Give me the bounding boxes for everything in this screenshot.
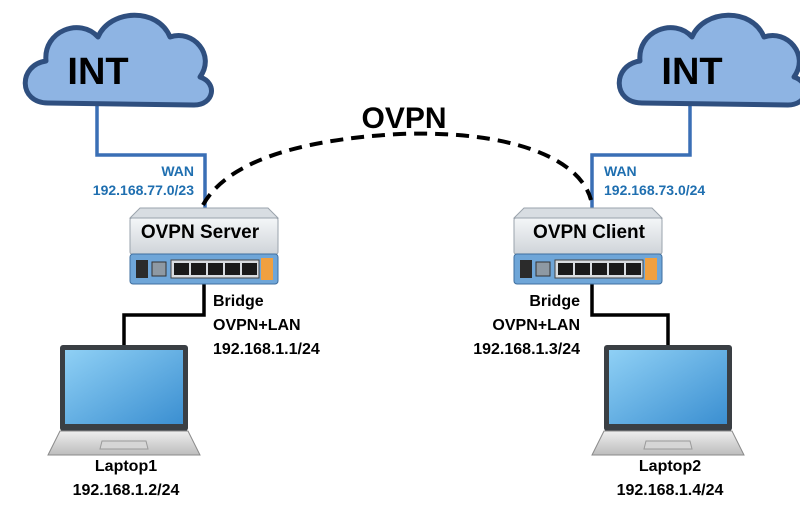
ovpn-tunnel-link [201,131,593,206]
right-bridge-info: Bridge OVPN+LAN 192.168.1.3/24 [473,293,580,358]
ovpn-tunnel-label: OVPN [361,102,446,135]
right-wan-link [590,103,692,210]
right-bridge-line: OVPN+LAN [492,317,580,334]
left-laptop-name: Laptop1 [95,458,157,475]
left-cloud: INT [25,15,211,105]
right-bridge-line: Bridge [529,293,580,310]
left-router-name: OVPN Server [141,222,260,243]
left-bridge-info: Bridge OVPN+LAN 192.168.1.1/24 [213,293,320,358]
left-wan-label: WAN [161,163,194,179]
left-bridge-line: OVPN+LAN [213,317,301,334]
right-wan-label: WAN [604,163,637,179]
right-laptop-ip: 192.168.1.4/24 [617,482,724,499]
left-bridge-line: Bridge [213,293,264,310]
left-wan-link [95,103,207,210]
right-router: OVPN Client [513,207,663,285]
left-laptop [47,344,201,456]
right-laptop [591,344,745,456]
right-wan-subnet: 192.168.73.0/24 [604,182,705,198]
left-bridge-ip: 192.168.1.1/24 [213,341,320,358]
laptop-icon [47,344,201,456]
right-lan-link [590,282,670,350]
router-icon [513,207,663,285]
right-cloud-label: INT [661,51,722,93]
left-wan-subnet: 192.168.77.0/23 [93,182,194,198]
left-router: OVPN Server [129,207,279,285]
left-laptop-ip: 192.168.1.2/24 [73,482,180,499]
right-cloud: INT [619,15,800,105]
right-bridge-ip: 192.168.1.3/24 [473,341,580,358]
router-icon [129,207,279,285]
laptop-icon [591,344,745,456]
left-cloud-label: INT [67,51,128,93]
right-laptop-name: Laptop2 [639,458,701,475]
left-lan-link [122,282,206,350]
right-router-name: OVPN Client [533,222,646,243]
